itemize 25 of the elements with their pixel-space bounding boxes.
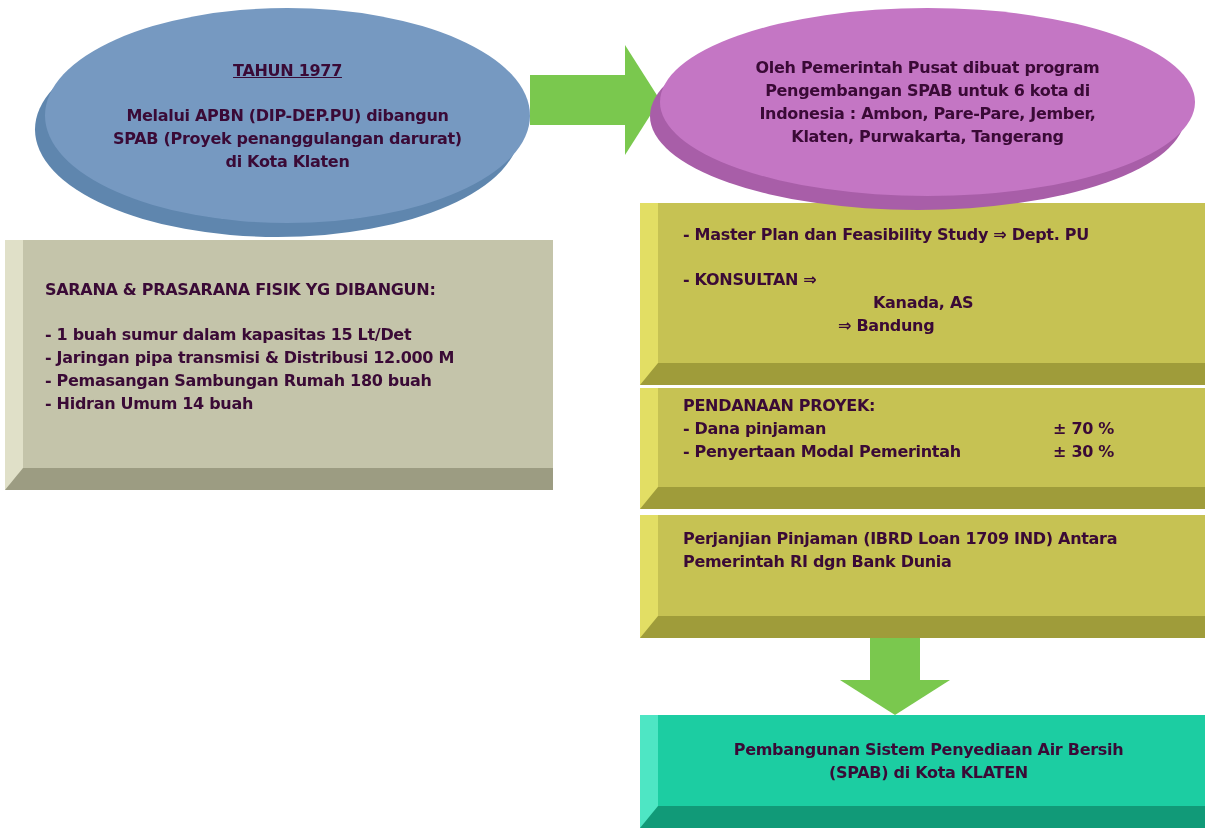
list-item: - Penyertaan Modal Pemerintah <box>683 441 962 463</box>
body-text: Perjanjian Pinjaman (IBRD Loan 1709 IND) Antara Pemerintah RI dgn Bank Dunia <box>683 528 1119 573</box>
body-text: - Pemasangan Sambungan Rumah 180 buah <box>45 370 432 392</box>
body-text: Oleh Pemerintah Pusat dibuat program Pengembangan SPAB untuk 6 kota di Indonesia : Ambon, Pare-Pare, Jember, Klaten, Purwakarta, Tangerang <box>754 57 1101 148</box>
heading-text: - Master Plan dan Feasibility Study ⇒ Dept. PU <box>683 224 1089 246</box>
heading-text: PENDANAAN PROYEK: <box>683 395 876 417</box>
list-item: - Dana pinjaman <box>683 418 828 440</box>
body-text: - Hidran Umum 14 buah <box>45 393 254 415</box>
beveled-box <box>5 240 553 490</box>
body-text: ⇒ Bandung <box>838 315 935 337</box>
body-text: Melalui APBN (DIP-DEP.PU) dibangun SPAB (Proyek penanggulangan darurat) di Kota Klaten <box>112 104 463 173</box>
percentage-value: ± 70 % <box>1053 418 1115 440</box>
beveled-box <box>640 715 1205 828</box>
body-text: - KONSULTAN ⇒ <box>683 269 818 291</box>
body-text: - 1 buah sumur dalam kapasitas 15 Lt/Det <box>45 324 412 346</box>
beveled-box <box>640 203 1205 385</box>
body-text: - Jaringan pipa transmisi & Distribusi 12.000 M <box>45 347 455 369</box>
percentage-value: ± 30 % <box>1053 441 1115 463</box>
body-text: Pembangunan Sistem Penyediaan Air Bersih (SPAB) di Kota KLATEN <box>732 738 1125 784</box>
body-text: Kanada, AS <box>873 292 974 314</box>
block-arrow <box>840 638 950 715</box>
heading-text: TAHUN 1977 <box>233 59 342 82</box>
beveled-box <box>640 515 1205 638</box>
heading-text: SARANA & PRASARANA FISIK YG DIBANGUN: <box>45 279 436 301</box>
beveled-box <box>640 388 1205 509</box>
